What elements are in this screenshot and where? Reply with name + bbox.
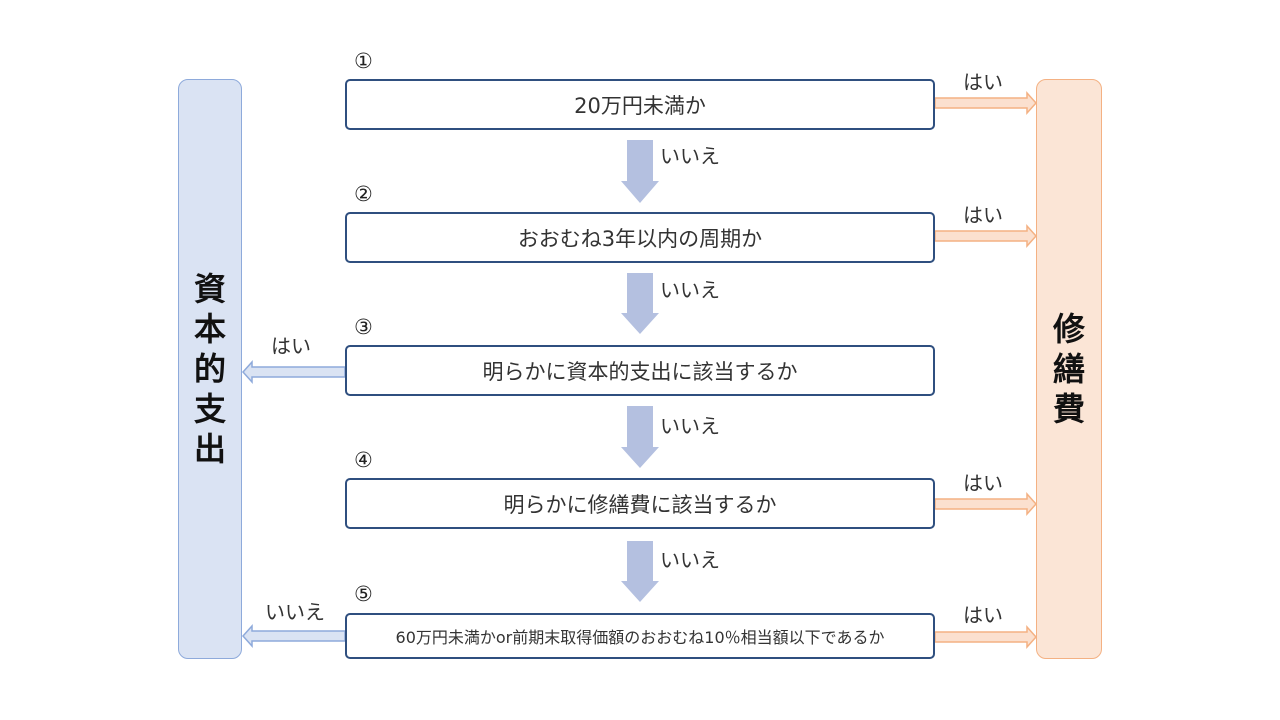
down-arrow-3	[621, 406, 659, 468]
capital-char: 支	[193, 390, 226, 428]
yes-label-5: はい	[963, 603, 1003, 627]
yes-label-4: はい	[963, 471, 1003, 495]
step-box-5: 60万円未満かor前期末取得価額のおおむね10％相当額以下であるか	[345, 613, 935, 659]
step-box-2: おおむね3年以内の周期か	[345, 212, 935, 263]
no-arrow-5-left	[241, 624, 346, 648]
yes-label-1: はい	[963, 70, 1003, 94]
no-label-1: いいえ	[660, 144, 720, 168]
capital-char: 本	[193, 310, 226, 348]
yes-label-3: はい	[271, 334, 311, 358]
repair-cost-box: 修 繕 費	[1036, 79, 1102, 659]
step-text-3: 明らかに資本的支出に該当するか	[482, 359, 798, 384]
step-number-4: ④	[354, 448, 373, 472]
step-box-1: 20万円未満か	[345, 79, 935, 130]
repair-char: 費	[1052, 390, 1085, 428]
down-arrow-2	[621, 273, 659, 334]
capital-char: 資	[193, 270, 226, 308]
no-label-4: いいえ	[660, 548, 720, 572]
repair-char: 繕	[1052, 350, 1085, 388]
step-text-2: おおむね3年以内の周期か	[517, 226, 763, 251]
yes-arrow-5	[934, 625, 1038, 649]
no-label-2: いいえ	[660, 278, 720, 302]
yes-arrow-3-left	[241, 360, 346, 384]
yes-label-2: はい	[963, 203, 1003, 227]
no-label-5: いいえ	[265, 600, 325, 624]
yes-arrow-2	[934, 224, 1038, 248]
step-box-3: 明らかに資本的支出に該当するか	[345, 345, 935, 396]
step-number-1: ①	[354, 49, 373, 73]
step-number-3: ③	[354, 315, 373, 339]
no-label-3: いいえ	[660, 414, 720, 438]
yes-arrow-4	[934, 492, 1038, 516]
step-box-4: 明らかに修繕費に該当するか	[345, 478, 935, 529]
repair-char: 修	[1052, 310, 1085, 348]
capital-char: 出	[193, 430, 226, 468]
down-arrow-4	[621, 541, 659, 602]
step-text-5: 60万円未満かor前期末取得価額のおおむね10％相当額以下であるか	[395, 628, 885, 647]
step-text-4: 明らかに修繕費に該当するか	[503, 492, 777, 517]
capital-expenditure-box: 資 本 的 支 出	[178, 79, 242, 659]
step-number-5: ⑤	[354, 582, 373, 606]
down-arrow-1	[621, 140, 659, 203]
capital-char: 的	[193, 350, 226, 388]
step-text-1: 20万円未満か	[574, 93, 706, 118]
step-number-2: ②	[354, 182, 373, 206]
yes-arrow-1	[934, 91, 1038, 115]
